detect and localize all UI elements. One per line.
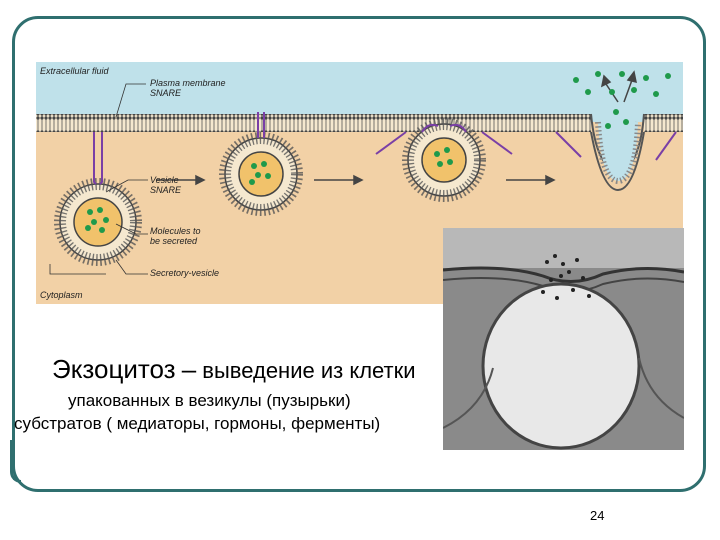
caption-line-2: упакованных в везикулы (пузырьки) — [68, 391, 351, 410]
process-arrows — [156, 70, 637, 186]
snare-proteins — [93, 112, 677, 185]
extracellular-region — [36, 62, 683, 122]
label-plasma-membrane: Plasma membrane — [150, 78, 226, 88]
caption-line-1: Экзоцитоз – выведение из клетки — [52, 354, 416, 385]
plasma-membrane — [36, 114, 591, 132]
label-secretory-vesicle: Secretory-vesicle — [150, 268, 219, 278]
vesicle-3 — [402, 118, 486, 202]
caption-dash: – — [181, 354, 197, 384]
released-molecules — [573, 71, 671, 129]
caption-line-3: субстратов ( медиаторы, гормоны, фермент… — [14, 414, 381, 433]
label-vesicle: Vesicle — [150, 175, 179, 185]
vesicle-1 — [54, 178, 142, 266]
label-snare-top: SNARE — [150, 88, 182, 98]
label-extracellular-1: Extracellular fluid — [40, 66, 110, 76]
caption-title: Экзоцитоз — [52, 354, 176, 384]
page-number: 24 — [590, 508, 605, 523]
vesicle-2 — [219, 132, 303, 216]
label-cytoplasm: Cytoplasm — [40, 290, 83, 300]
electron-micrograph — [443, 228, 684, 450]
caption-line-1-rest: выведение из клетки — [202, 358, 416, 383]
label-molecules: Molecules to — [150, 226, 201, 236]
label-molecules-2: be secreted — [150, 236, 198, 246]
label-snare-vesicle: SNARE — [150, 185, 182, 195]
frame-corner-accent — [10, 440, 21, 483]
exocytosis-diagram: Extracellular fluid Plasma membrane SNAR… — [36, 62, 683, 304]
slide-frame — [12, 16, 706, 492]
